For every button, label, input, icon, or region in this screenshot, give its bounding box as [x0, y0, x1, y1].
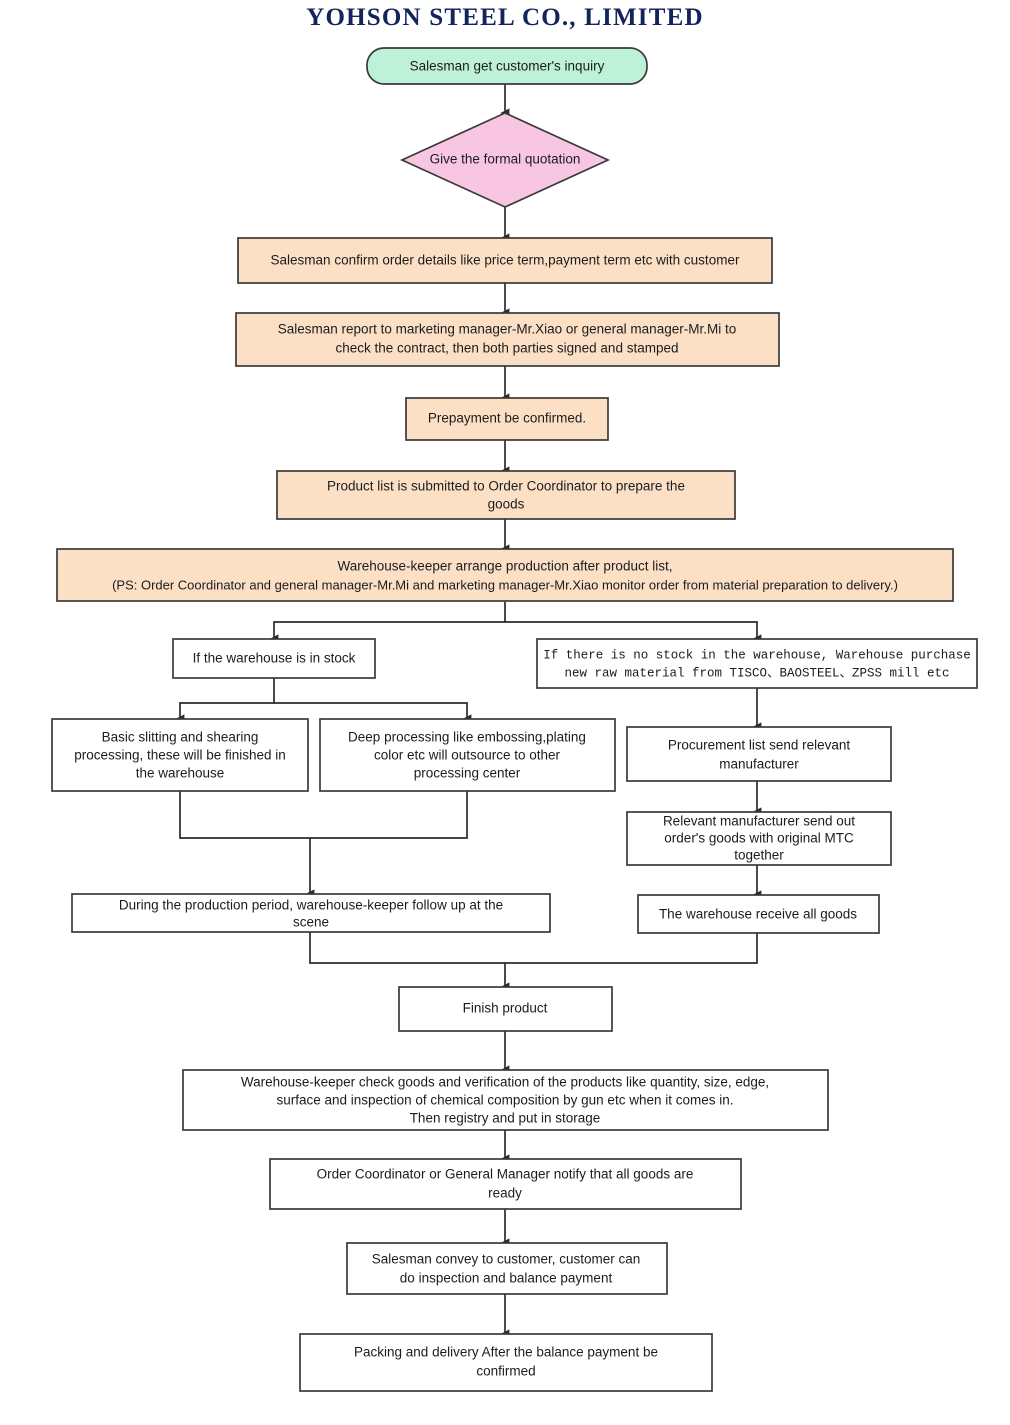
node-deep-processing[interactable]: Deep processing like embossing,plating c…: [319, 718, 616, 792]
node-warehouse-arrange-label-line2: (PS: Order Coordinator and general manag…: [112, 577, 898, 592]
node-start[interactable]: Salesman get customer's inquiry: [366, 47, 648, 85]
node-production-follow-label-line2: scene: [293, 915, 329, 930]
node-check-goods[interactable]: Warehouse-keeper check goods and verific…: [182, 1069, 829, 1131]
node-check-goods-label-line1: Warehouse-keeper check goods and verific…: [241, 1075, 769, 1090]
node-start-shape: [366, 47, 648, 85]
node-prepayment-label: Prepayment be confirmed.: [428, 411, 586, 426]
node-confirm-order-label: Salesman confirm order details like pric…: [271, 253, 740, 268]
node-report-manager[interactable]: Salesman report to marketing manager-Mr.…: [235, 312, 780, 367]
node-deep-processing-label-line3: processing center: [414, 766, 521, 781]
node-prepayment[interactable]: Prepayment be confirmed.: [405, 397, 609, 441]
node-no-stock-label-line1: If there is no stock in the warehouse, W…: [543, 648, 971, 662]
node-report-manager-shape: [235, 312, 780, 367]
node-report-manager-label-line1: Salesman report to marketing manager-Mr.…: [278, 322, 736, 337]
node-product-list[interactable]: Product list is submitted to Order Coord…: [276, 470, 736, 520]
node-convey-customer-label-line2: do inspection and balance payment: [400, 1271, 613, 1286]
node-in-stock[interactable]: If the warehouse is in stock: [172, 638, 376, 679]
connector-receive-merge: [505, 933, 758, 964]
node-in-stock-label: If the warehouse is in stock: [193, 651, 356, 666]
node-no-stock-label-line2: new raw material from TISCO、BAOSTEEL、ZPS…: [564, 666, 949, 680]
connector-layer: [175, 83, 762, 1339]
node-warehouse-arrange-shape: [56, 548, 954, 602]
node-manufacturer-send-label-line1: Relevant manufacturer send out: [663, 814, 855, 829]
node-start-label: Salesman get customer's inquiry: [410, 59, 605, 74]
node-packing-delivery-shape: [299, 1333, 713, 1392]
node-production-follow-label-line1: During the production period, warehouse-…: [119, 898, 503, 913]
node-check-goods-label-line3: Then registry and put in storage: [410, 1111, 601, 1126]
node-basic-slitting-label-line1: Basic slitting and shearing: [102, 730, 259, 745]
node-receive-goods-label: The warehouse receive all goods: [659, 907, 857, 922]
node-deep-processing-label-line2: color etc will outsource to other: [374, 748, 561, 763]
node-procurement-list-label-line2: manufacturer: [719, 757, 799, 772]
node-quotation[interactable]: Give the formal quotation: [399, 112, 611, 208]
connector-warehouse-to-instock: [269, 601, 506, 644]
node-production-follow[interactable]: During the production period, warehouse-…: [71, 893, 551, 933]
node-convey-customer-label-line1: Salesman convey to customer, customer ca…: [372, 1252, 641, 1267]
node-notify-ready-shape: [269, 1158, 742, 1210]
node-basic-slitting-shape: [51, 718, 309, 792]
node-basic-slitting-label-line2: processing, these will be finished in: [74, 748, 286, 763]
node-manufacturer-send-label-line3: together: [734, 848, 784, 863]
node-check-goods-label-line2: surface and inspection of chemical compo…: [277, 1093, 734, 1108]
connector-instock-to-basic: [175, 678, 275, 724]
node-procurement-list[interactable]: Procurement list send relevant manufactu…: [626, 726, 892, 782]
node-no-stock[interactable]: If there is no stock in the warehouse, W…: [536, 638, 978, 689]
node-warehouse-arrange[interactable]: Warehouse-keeper arrange production afte…: [56, 548, 954, 602]
node-no-stock-shape: [536, 638, 978, 689]
node-confirm-order-shape: [237, 237, 773, 284]
node-receive-goods-shape: [637, 894, 880, 934]
node-convey-customer-shape: [346, 1242, 668, 1295]
node-receive-goods[interactable]: The warehouse receive all goods: [637, 894, 880, 934]
connector-instock-to-deep: [274, 702, 472, 724]
connector-warehouse-to-nostock: [505, 621, 762, 644]
node-notify-ready[interactable]: Order Coordinator or General Manager not…: [269, 1158, 742, 1210]
node-packing-delivery-label-line1: Packing and delivery After the balance p…: [354, 1345, 658, 1360]
node-manufacturer-send-shape: [626, 811, 892, 866]
node-procurement-list-shape: [626, 726, 892, 782]
node-product-list-label-line2: goods: [488, 497, 525, 512]
node-check-goods-shape: [182, 1069, 829, 1131]
node-product-list-shape: [276, 470, 736, 520]
node-convey-customer[interactable]: Salesman convey to customer, customer ca…: [346, 1242, 668, 1295]
node-notify-ready-label-line1: Order Coordinator or General Manager not…: [317, 1167, 694, 1182]
node-prepayment-shape: [405, 397, 609, 441]
page-title: YOHSON STEEL CO., LIMITED: [306, 4, 703, 31]
node-deep-processing-shape: [319, 718, 616, 792]
node-packing-delivery[interactable]: Packing and delivery After the balance p…: [299, 1333, 713, 1392]
node-finish-product-label: Finish product: [463, 1001, 548, 1016]
node-warehouse-arrange-label-line1: Warehouse-keeper arrange production afte…: [338, 559, 673, 574]
connector-basic-merge: [179, 791, 310, 839]
node-manufacturer-send-label-line2: order's goods with original MTC: [664, 831, 854, 846]
connector-production-merge: [309, 932, 505, 964]
node-basic-slitting[interactable]: Basic slitting and shearing processing, …: [51, 718, 309, 792]
node-basic-slitting-label-line3: the warehouse: [136, 766, 225, 781]
node-production-follow-shape: [71, 893, 551, 933]
node-deep-processing-label-line1: Deep processing like embossing,plating: [348, 730, 586, 745]
node-notify-ready-label-line2: ready: [488, 1186, 522, 1201]
node-quotation-shape: [399, 112, 611, 208]
node-packing-delivery-label-line2: confirmed: [476, 1364, 535, 1379]
connector-deep-merge: [310, 791, 468, 839]
node-procurement-list-label-line1: Procurement list send relevant: [668, 738, 851, 753]
node-confirm-order[interactable]: Salesman confirm order details like pric…: [237, 237, 773, 284]
node-finish-product-shape: [398, 986, 613, 1032]
node-product-list-label-line1: Product list is submitted to Order Coord…: [327, 479, 685, 494]
node-manufacturer-send[interactable]: Relevant manufacturer send out order's g…: [626, 811, 892, 866]
node-finish-product[interactable]: Finish product: [398, 986, 613, 1032]
node-report-manager-label-line2: check the contract, then both parties si…: [336, 341, 679, 356]
node-in-stock-shape: [172, 638, 376, 679]
node-quotation-label: Give the formal quotation: [430, 152, 581, 167]
